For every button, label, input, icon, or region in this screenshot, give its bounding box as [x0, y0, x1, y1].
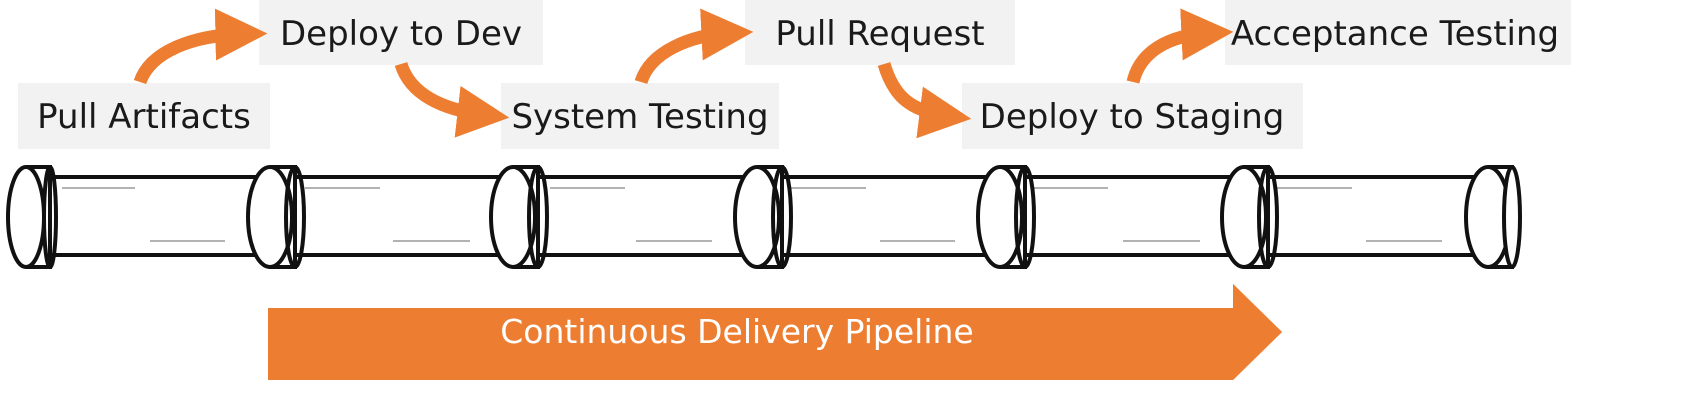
coupling [1220, 165, 1279, 269]
arrow-system-testing-to-pull-request [634, 8, 754, 85]
pipe-shine-lines [62, 187, 1442, 242]
coupling-left-end [6, 165, 58, 269]
coupling-right-end [1464, 165, 1522, 269]
banner-label: Continuous Delivery Pipeline [500, 312, 974, 351]
arrow-deploy-staging-to-acceptance [1126, 8, 1234, 84]
stage-deploy-to-staging: Deploy to Staging [962, 83, 1303, 149]
stage-system-testing: System Testing [501, 83, 779, 149]
stage-label: Acceptance Testing [1231, 14, 1559, 54]
stage-deploy-to-dev: Deploy to Dev [259, 0, 543, 65]
stage-arrows [133, 8, 1234, 139]
stage-label: Pull Request [775, 14, 984, 54]
stage-label: Deploy to Dev [280, 14, 522, 54]
pipeline-tube [6, 165, 1522, 269]
coupling [733, 165, 793, 269]
coupling [246, 165, 306, 269]
banner-arrow-body [268, 284, 1282, 380]
stage-pull-artifacts: Pull Artifacts [18, 83, 270, 149]
stage-acceptance-testing: Acceptance Testing [1225, 0, 1571, 65]
stage-box [18, 83, 270, 149]
coupling [976, 165, 1036, 269]
arrow-pull-artifacts-to-deploy-dev [133, 8, 268, 85]
coupling [489, 165, 549, 269]
stage-box [1225, 0, 1571, 65]
stage-box [962, 83, 1303, 149]
stage-label: Pull Artifacts [37, 97, 251, 137]
pipe-couplings [6, 165, 1522, 269]
stage-box [501, 83, 779, 149]
pipeline-banner-arrow: Continuous Delivery Pipeline [268, 284, 1282, 380]
stage-label: Deploy to Staging [980, 97, 1285, 137]
stage-label: System Testing [511, 97, 768, 137]
arrow-pull-request-to-deploy-staging [877, 62, 972, 139]
stage-pull-request: Pull Request [745, 0, 1015, 65]
arrow-deploy-dev-to-system-testing [394, 61, 510, 138]
stage-box [745, 0, 1015, 65]
stage-box [259, 0, 543, 65]
